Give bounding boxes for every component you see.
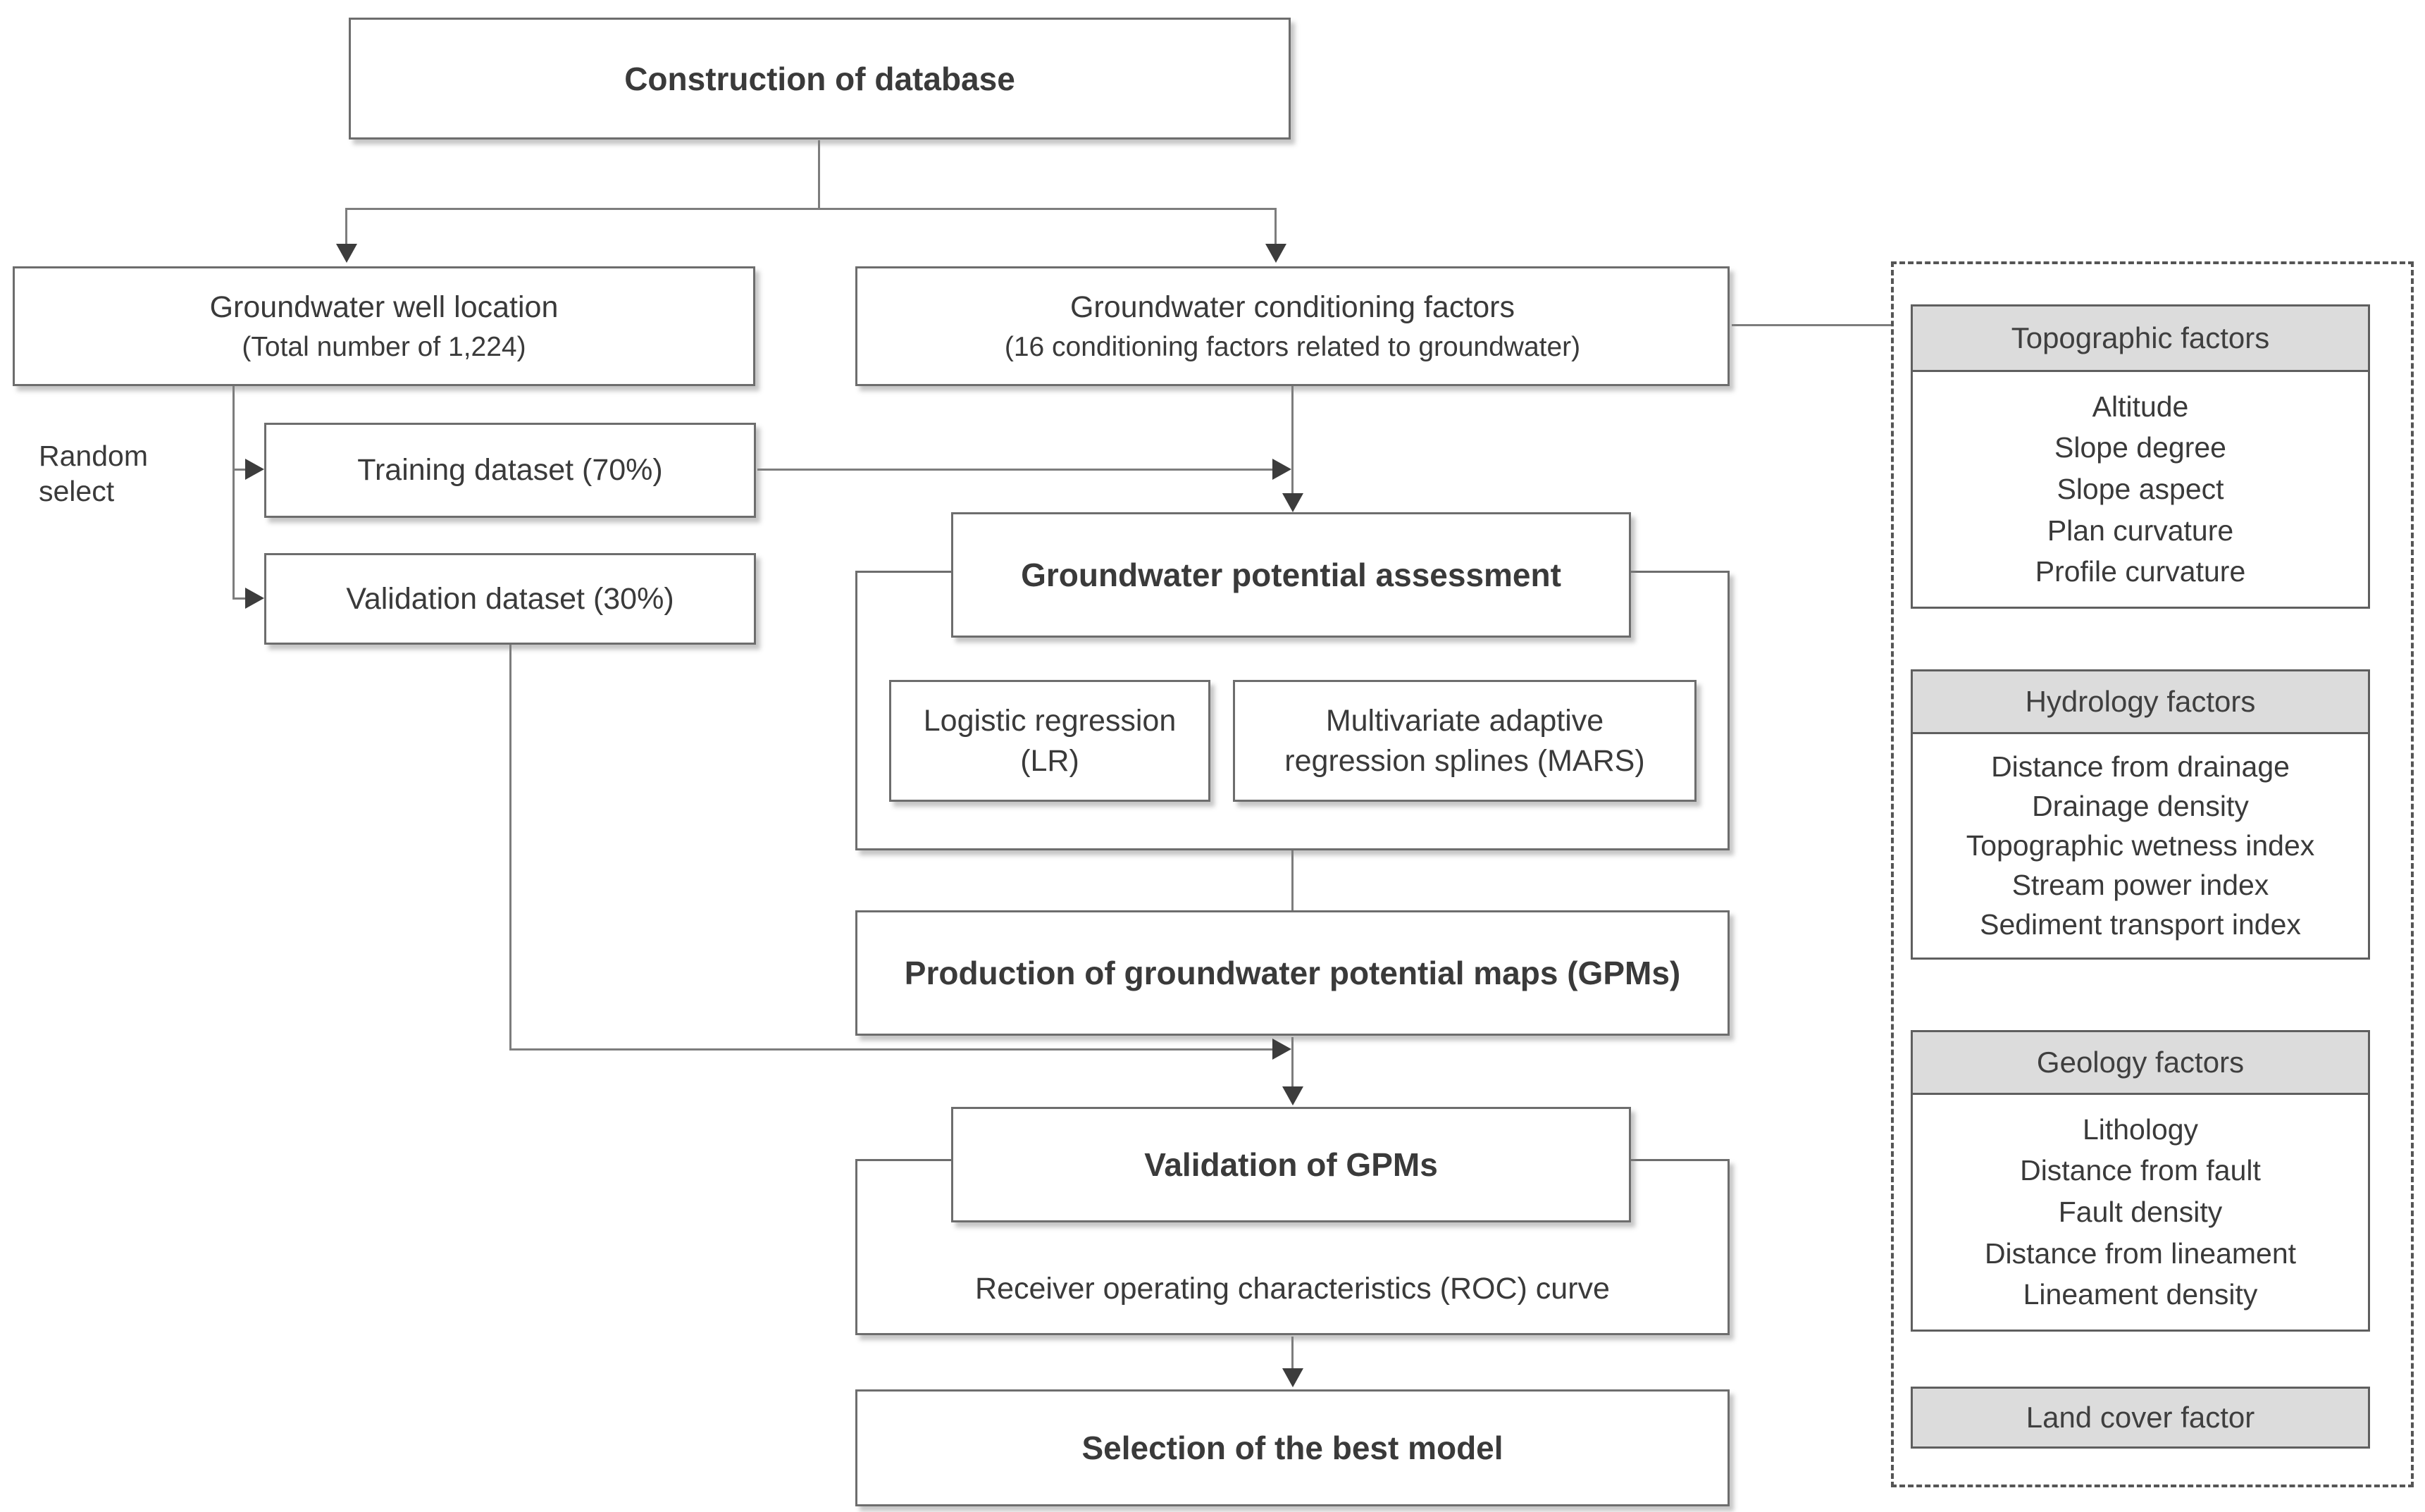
topographic-factors-list: Altitude Slope degree Slope aspect Plan … (1913, 372, 2368, 607)
connector-line (1291, 1037, 1294, 1086)
factor-item: Distance from drainage (1991, 750, 2290, 783)
connector-line (1291, 1337, 1294, 1368)
logistic-regression-line1: Logistic regression (923, 703, 1177, 738)
land-cover-factor-group: Land cover factor (1911, 1387, 2370, 1449)
factor-item: Distance from lineament (1984, 1237, 2297, 1270)
arrow-down-icon (336, 244, 357, 263)
well-location-title: Groundwater well location (209, 290, 559, 324)
conditioning-factors-title: Groundwater conditioning factors (1069, 290, 1515, 324)
arrow-right-icon (1272, 1039, 1291, 1060)
connector-line (232, 597, 247, 600)
arrow-right-icon (245, 459, 264, 480)
topographic-factors-group: Topographic factors Altitude Slope degre… (1911, 304, 2370, 609)
connector-line (509, 645, 511, 1051)
connector-line (1291, 850, 1294, 910)
construction-of-database-label: Construction of database (624, 60, 1015, 97)
geology-factors-header: Geology factors (1913, 1032, 2368, 1095)
construction-of-database-box: Construction of database (349, 18, 1291, 140)
connector-line (818, 140, 820, 208)
connector-line (1291, 386, 1294, 493)
connector-line (232, 469, 247, 471)
geology-factors-group: Geology factors Lithology Distance from … (1911, 1030, 2370, 1332)
factor-item: Distance from fault (2020, 1154, 2261, 1187)
connector-line (345, 208, 347, 247)
mars-line1: Multivariate adaptive (1325, 703, 1604, 738)
validation-gpms-title-label: Validation of GPMs (1144, 1146, 1438, 1183)
factor-item: Altitude (2092, 390, 2189, 423)
logistic-regression-box: Logistic regression (LR) (889, 680, 1210, 802)
factor-item: Plan curvature (2047, 514, 2234, 547)
connector-line (345, 208, 1277, 210)
factor-item: Lineament density (2023, 1278, 2258, 1311)
factor-item: Slope aspect (2057, 472, 2224, 505)
arrow-down-icon (1282, 1368, 1303, 1387)
factor-item: Fault density (2058, 1195, 2223, 1228)
factor-item: Sediment transport index (1980, 908, 2301, 941)
factor-item: Lithology (2082, 1113, 2199, 1146)
arrow-down-icon (1282, 493, 1303, 512)
factor-item: Drainage density (2032, 790, 2249, 822)
hydrology-factors-header: Hydrology factors (1913, 671, 2368, 734)
random-select-label: Random select (39, 440, 148, 508)
connector-line (757, 469, 1273, 471)
mars-line2: regression splines (MARS) (1284, 743, 1645, 778)
factor-item: Stream power index (2011, 869, 2269, 901)
validation-gpms-title-box: Validation of GPMs (951, 1107, 1631, 1222)
connector-line (509, 1048, 1272, 1051)
mars-box: Multivariate adaptive regression splines… (1233, 680, 1697, 802)
arrow-right-icon (1272, 459, 1291, 480)
arrow-down-icon (1265, 244, 1286, 263)
geology-factors-list: Lithology Distance from fault Fault dens… (1913, 1095, 2368, 1330)
groundwater-well-location-box: Groundwater well location (Total number … (13, 266, 755, 386)
validation-dataset-label: Validation dataset (30%) (346, 581, 674, 616)
training-dataset-label: Training dataset (70%) (357, 453, 663, 487)
arrow-right-icon (245, 588, 264, 609)
arrow-down-icon (1282, 1086, 1303, 1105)
factor-item: Topographic wetness index (1966, 829, 2315, 862)
training-dataset-box: Training dataset (70%) (264, 423, 756, 518)
land-cover-factor-header: Land cover factor (1913, 1389, 2368, 1446)
topographic-factors-header: Topographic factors (1913, 306, 2368, 372)
factor-item: Slope degree (2054, 431, 2226, 464)
assessment-title-box: Groundwater potential assessment (951, 512, 1631, 638)
validation-dataset-box: Validation dataset (30%) (264, 553, 756, 645)
factor-item: Profile curvature (2035, 555, 2246, 588)
selection-best-model-label: Selection of the best model (1081, 1430, 1503, 1466)
logistic-regression-line2: (LR) (1020, 743, 1079, 778)
selection-best-model-box: Selection of the best model (855, 1389, 1730, 1506)
hydrology-factors-group: Hydrology factors Distance from drainage… (1911, 669, 2370, 960)
conditioning-factors-subtitle: (16 conditioning factors related to grou… (1004, 331, 1581, 362)
roc-curve-label: Receiver operating characteristics (ROC)… (975, 1272, 1610, 1306)
assessment-title-label: Groundwater potential assessment (1021, 557, 1561, 593)
production-gpms-box: Production of groundwater potential maps… (855, 910, 1730, 1036)
conditioning-factors-box: Groundwater conditioning factors (16 con… (855, 266, 1730, 386)
connector-line (1732, 324, 1891, 326)
hydrology-factors-list: Distance from drainage Drainage density … (1913, 734, 2368, 958)
production-gpms-label: Production of groundwater potential maps… (904, 955, 1681, 991)
connector-line (1274, 208, 1277, 247)
well-location-subtitle: (Total number of 1,224) (242, 331, 526, 362)
connector-line (232, 386, 235, 600)
